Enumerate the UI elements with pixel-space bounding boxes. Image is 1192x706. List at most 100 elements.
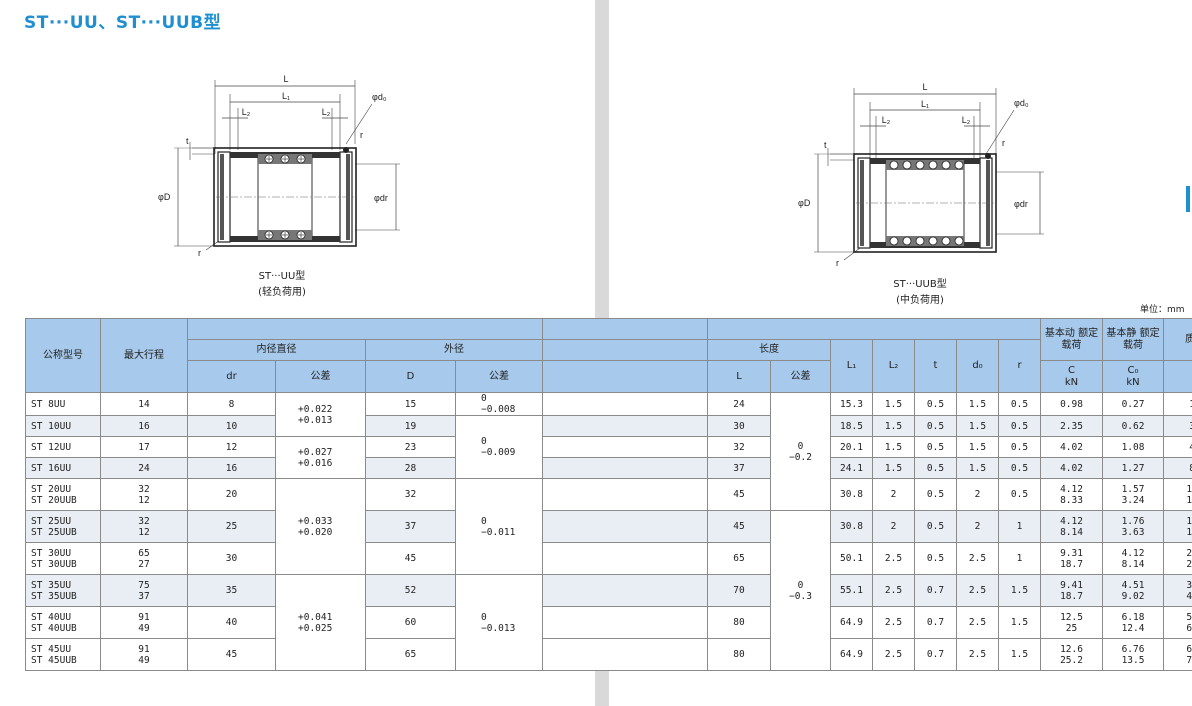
- stroke-line: 49: [138, 622, 150, 634]
- th-mass: 质量: [1163, 318, 1192, 361]
- cell-mass: 635705: [1163, 638, 1192, 671]
- cell-d0: 2.5: [956, 574, 999, 607]
- cell-L2: 2.5: [872, 638, 915, 671]
- cell-dr: 12: [187, 436, 276, 458]
- th-gutter-bottom: [542, 360, 708, 393]
- tol-outer-line: 0: [481, 436, 487, 447]
- dim-t-label: t: [186, 136, 189, 146]
- cell-mass: 245280: [1163, 542, 1192, 575]
- cell-L2: 1.5: [872, 436, 915, 458]
- stroke-line: 32: [138, 483, 150, 495]
- model-line: ST 25UUB: [31, 526, 77, 538]
- caption-st-uub: ST···UUB型 (中负荷用): [860, 277, 980, 309]
- cell-dr: 25: [187, 510, 276, 543]
- model-line: ST 20UU: [31, 483, 72, 495]
- cell-L: 32: [707, 436, 771, 458]
- diagram-st-uub: L L₁ L₂ L₂ φd₀ r t φD φdr r: [790, 76, 1070, 281]
- cell-model: ST 16UU: [25, 457, 101, 479]
- stroke-line: 91: [138, 643, 150, 655]
- mass-line: 375: [1186, 579, 1192, 591]
- cell-dr: 8: [187, 392, 276, 416]
- dim-d0-label-b: φd₀: [1014, 98, 1029, 108]
- tol-outer-line: −0.011: [481, 526, 516, 538]
- th-D: D: [365, 360, 456, 393]
- cell-t: 0.7: [914, 574, 957, 607]
- stroke-line: 37: [138, 590, 150, 602]
- tol-inner-line: +0.022: [298, 403, 333, 415]
- mass-line: 80: [1166, 463, 1192, 474]
- cell-L: 37: [707, 457, 771, 479]
- C-line: 4.12: [1060, 515, 1083, 527]
- cell-gutter: [542, 415, 708, 437]
- dim-L-label-b: L: [922, 82, 927, 92]
- th-C0-unit: kN: [1126, 376, 1140, 388]
- model-line: ST 20UUB: [31, 494, 77, 506]
- th-tol-outer: 公差: [455, 360, 543, 393]
- cell-stroke: 16: [100, 415, 188, 437]
- tol-outer-line: −0.009: [481, 447, 516, 458]
- page-edge-marker: [1186, 186, 1190, 212]
- stroke-line: 75: [138, 579, 150, 591]
- cell-C: 4.02: [1040, 457, 1104, 479]
- tol-outer-line: 0: [481, 393, 487, 404]
- cell-mass: 132145: [1163, 510, 1192, 543]
- mass-line: 280: [1186, 558, 1192, 570]
- cell-L2: 2.5: [872, 574, 915, 607]
- dim-dr-label: φdr: [374, 193, 388, 203]
- C0-line: 1.27: [1121, 462, 1145, 474]
- C0-line: 12.4: [1121, 622, 1145, 634]
- caption-st-uu: ST···UU型 (轻负荷用): [222, 269, 342, 301]
- dim-t-label-b: t: [824, 140, 827, 150]
- cell-L1: 24.1: [830, 457, 873, 479]
- cell-D: 28: [365, 457, 456, 479]
- cell-tol-outer: 0−0.011: [455, 478, 543, 575]
- mass-line: 49: [1166, 442, 1192, 453]
- C0-line: 1.76: [1121, 515, 1145, 527]
- dim-dr-label-b: φdr: [1014, 199, 1028, 209]
- cell-tol-inner: +0.027+0.016: [275, 436, 366, 479]
- cell-gutter: [542, 478, 708, 511]
- cell-L2: 1.5: [872, 457, 915, 479]
- cell-gutter: [542, 606, 708, 639]
- C0-line: 3.24: [1121, 494, 1145, 506]
- tol-outer-line: 0: [481, 611, 487, 623]
- C-line: 12.5: [1060, 611, 1083, 623]
- cell-L: 80: [707, 606, 771, 639]
- mass-line: 17: [1166, 399, 1192, 410]
- cell-dr: 45: [187, 638, 276, 671]
- cell-L1: 30.8: [830, 510, 873, 543]
- model-line: ST 10UU: [31, 420, 72, 432]
- spec-table: 公称型号 最大行程 基本动 额定载荷 基本静 额定载荷 质量 内径直径 外径 长…: [25, 318, 1192, 671]
- tol-outer-line: 0: [481, 515, 487, 527]
- C-line: 18.7: [1060, 558, 1083, 570]
- tol-inner-line: +0.016: [298, 457, 333, 469]
- stroke-line: 14: [138, 398, 150, 410]
- cell-L1: 20.1: [830, 436, 873, 458]
- C-line: 25: [1065, 622, 1078, 634]
- cell-C0: 0.62: [1102, 415, 1165, 437]
- cell-r: 0.5: [997, 478, 1042, 511]
- cell-t: 0.5: [914, 436, 957, 458]
- cell-L1: 55.1: [830, 574, 873, 607]
- dim-L1-label: L₁: [282, 91, 290, 101]
- cell-t: 0.5: [914, 478, 957, 511]
- cell-r: 1: [997, 510, 1042, 543]
- cell-mass: 80: [1163, 457, 1192, 479]
- th-outer: 外径: [365, 339, 543, 361]
- C0-line: 0.62: [1121, 420, 1145, 432]
- cell-L1: 30.8: [830, 478, 873, 511]
- cell-D: 19: [365, 415, 456, 437]
- caption-st-uub-model: ST···UUB型: [893, 279, 947, 290]
- th-tol-len: 公差: [770, 360, 831, 393]
- cell-d0: 1.5: [956, 436, 999, 458]
- cell-D: 32: [365, 478, 456, 511]
